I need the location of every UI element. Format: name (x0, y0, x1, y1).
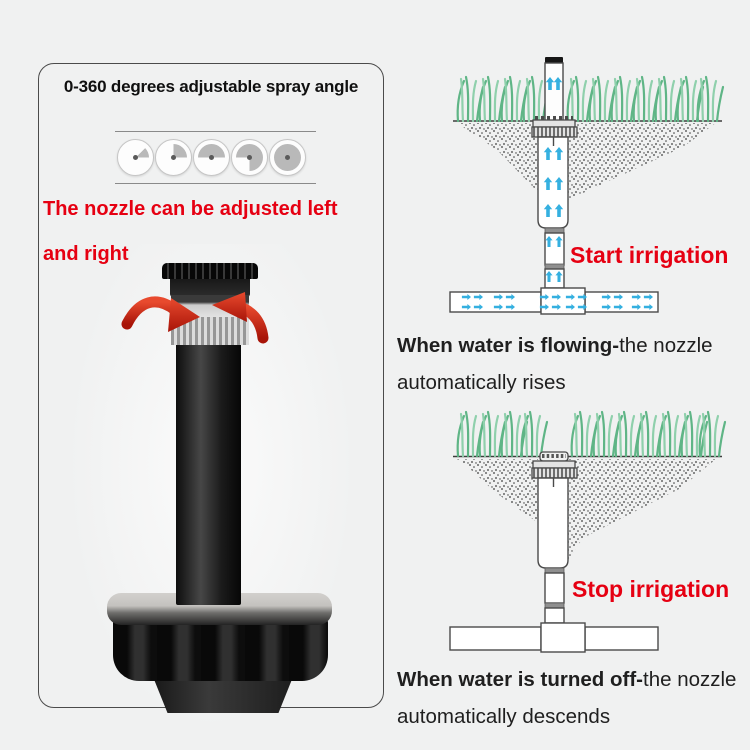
spray-angle-panel: 0-360 degrees adjustable spray angle The… (38, 63, 384, 734)
sprinkler-cap-serration (162, 263, 258, 279)
grass-row-icon (456, 75, 725, 123)
water-pipe (449, 622, 659, 653)
sprinkler-riser (176, 343, 241, 605)
start-irrigation-diagram (449, 57, 725, 315)
sprinkler-cap (170, 277, 250, 297)
rotation-arrows-icon (121, 292, 269, 344)
stop-irrigation-diagram (449, 410, 727, 653)
water-pipe (449, 287, 659, 315)
soil-texture (457, 123, 716, 200)
spray-angle-icon (192, 139, 230, 176)
divider-line (115, 131, 316, 132)
start-irrigation-label: Start irrigation (570, 242, 729, 268)
stop-description-bold: When water is turned off- (397, 668, 643, 691)
start-irrigation-description: When water is flowing-the nozzle automat… (397, 327, 747, 401)
sprinkler-knurled-body (113, 615, 328, 681)
spray-angle-icon (154, 139, 192, 176)
soil-texture (457, 459, 716, 560)
spray-angle-icons (39, 139, 383, 176)
grass-row-icon (456, 410, 727, 458)
stop-irrigation-label: Stop irrigation (572, 576, 730, 602)
start-description-regular: the nozzle automatically rises (397, 334, 713, 394)
panel-title: 0-360 degrees adjustable spray angle (63, 77, 359, 96)
sprinkler-photo (39, 64, 383, 734)
spray-angle-icon (116, 139, 154, 176)
popup-sprinkler-retracted (531, 451, 578, 624)
rotate-right-arrow-icon (212, 292, 269, 344)
start-description-bold: When water is flowing- (397, 334, 620, 357)
adjust-caption-line1: The nozzle can be adjusted left (43, 198, 338, 220)
stop-description-regular: the nozzle automatically descends (397, 668, 737, 728)
spray-angle-icon (230, 139, 268, 176)
spray-angle-icon (268, 139, 306, 176)
divider-line (115, 183, 316, 184)
stop-irrigation-description: When water is turned off-the nozzle auto… (397, 661, 747, 735)
rotate-left-arrow-icon (121, 296, 200, 332)
